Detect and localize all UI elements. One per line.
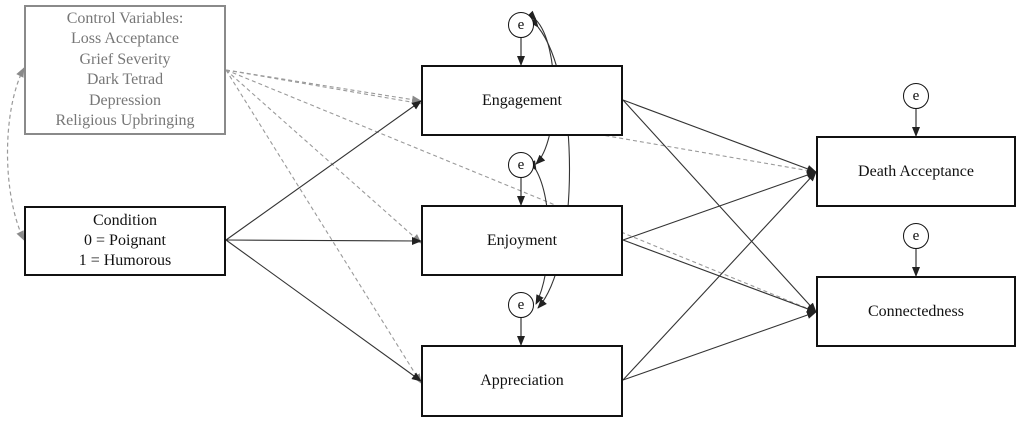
condition-to-appreciation (225, 239, 422, 382)
error-connectedness-label: e (912, 227, 920, 244)
covariance-control-condition (6, 67, 25, 241)
error-engagement: e (508, 12, 534, 38)
condition-to-enjoyment (225, 236, 422, 245)
covariance-e1-e3 (529, 17, 571, 309)
condition-line-2: 1 = Humorous (78, 252, 172, 269)
appreciation-to-connectedness (622, 311, 817, 381)
control-to-death-acceptance (225, 69, 817, 175)
enjoyment-box: Enjoyment (421, 205, 623, 276)
control-to-appreciation (225, 69, 422, 384)
enjoyment-label: Enjoyment (486, 231, 558, 249)
error-appreciation: e (508, 292, 534, 318)
condition-line-1: 0 = Poignant (84, 232, 166, 249)
control-item-religious-upbringing: Religious Upbringing (55, 112, 195, 129)
condition-to-engagement (225, 100, 422, 241)
error-enjoyment-label: e (517, 156, 525, 173)
control-title: Control Variables: (66, 9, 184, 27)
condition-paths (225, 100, 422, 382)
error-enjoyment: e (508, 152, 534, 178)
control-item-grief-severity: Grief Severity (79, 50, 171, 68)
death-acceptance-box: Death Acceptance (816, 136, 1016, 207)
control-to-enjoyment (225, 69, 422, 244)
error-appreciation-label: e (517, 296, 525, 313)
control-item-depression: Depression (89, 91, 161, 109)
engagement-label: Engagement (482, 91, 562, 109)
engagement-to-death-acceptance (622, 99, 817, 173)
connectedness-box: Connectedness (816, 276, 1016, 347)
control-item-loss-acceptance: Loss Acceptance (71, 30, 179, 47)
control-item-dark-tetrad: Dark Tetrad (86, 71, 164, 88)
condition-title: Condition (92, 212, 157, 229)
engagement-box: Engagement (421, 65, 623, 136)
mediator-paths (622, 99, 817, 381)
error-death-acceptance-label: e (912, 87, 920, 104)
error-connectedness: e (903, 223, 929, 249)
error-death-acceptance: e (903, 83, 929, 109)
appreciation-box: Appreciation (421, 345, 623, 417)
death-acceptance-label: Death Acceptance (858, 162, 974, 180)
appreciation-label: Appreciation (480, 372, 564, 389)
appreciation-to-death-acceptance (622, 171, 817, 381)
control-variables-box: Control Variables: Loss Acceptance Grief… (24, 5, 226, 135)
control-to-engagement (225, 69, 422, 104)
error-arrows (517, 38, 920, 346)
connectedness-label: Connectedness (868, 302, 964, 320)
condition-box: Condition 0 = Poignant 1 = Humorous (24, 206, 226, 276)
error-engagement-label: e (517, 16, 525, 33)
enjoyment-to-death-acceptance (622, 171, 817, 241)
